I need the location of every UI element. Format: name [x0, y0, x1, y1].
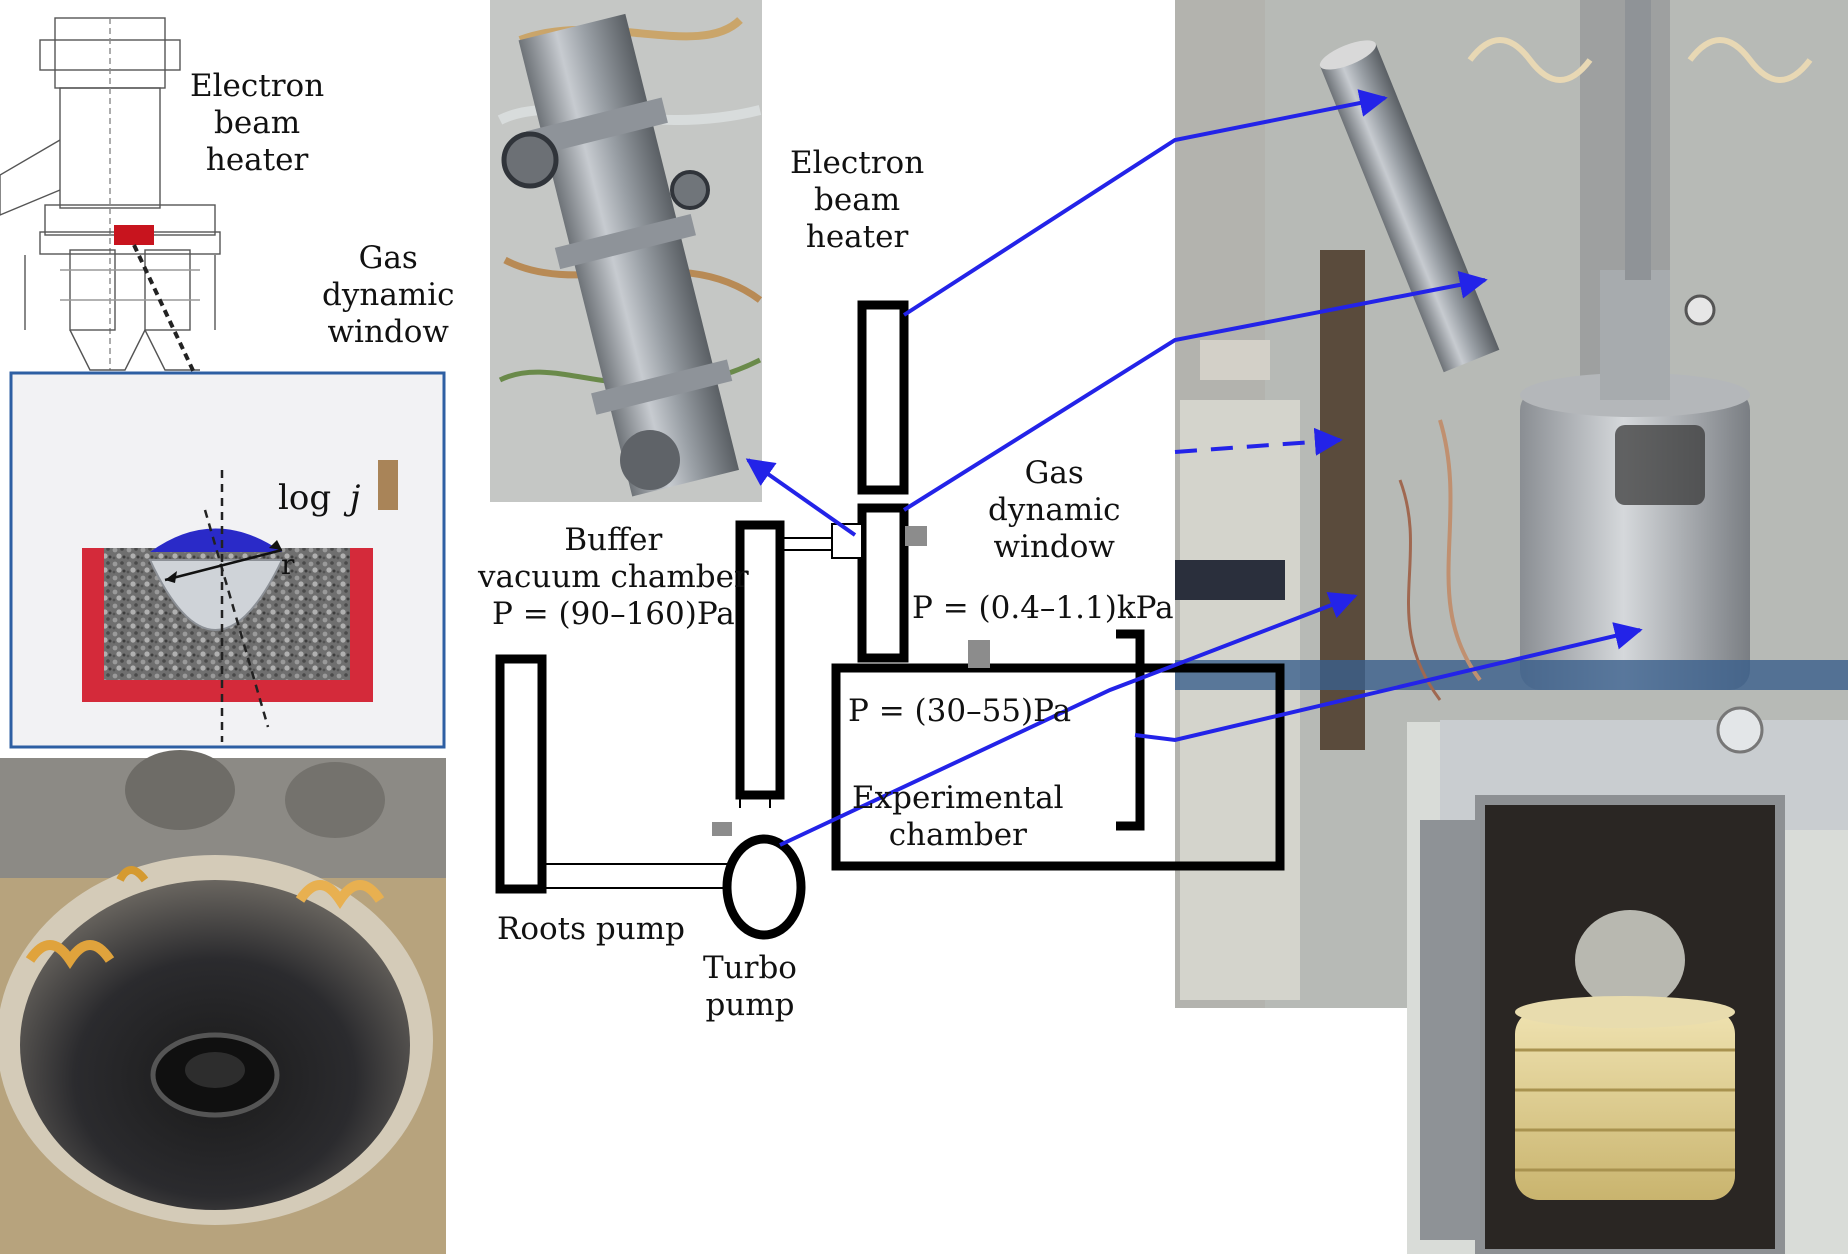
label-turbo-pump-line2: pump: [705, 987, 795, 1024]
label-buffer-chamber-line2: vacuum chamber: [478, 559, 749, 596]
label-gas-window-left-line3: window: [327, 314, 449, 351]
label-pressure-experimental: P = (30–55)Pa: [848, 693, 1072, 729]
label-log-j: log j: [278, 478, 360, 519]
label-gas-window-right-line1: Gas: [1024, 455, 1084, 491]
roots-pump-rect: [495, 654, 547, 894]
window-bracket: [1116, 629, 1145, 831]
label-gas-window-left-line2: dynamic: [322, 277, 455, 314]
turbo-pump-circle: [722, 834, 806, 940]
label-experimental-chamber-line1: Experimental: [852, 780, 1064, 816]
heater-emission-spot: [114, 225, 154, 245]
label-pressure-window: P = (0.4–1.1)kPa: [912, 590, 1174, 626]
label-eb-heater-center: Electron beam heater: [790, 145, 924, 257]
label-buffer-chamber-line1: Buffer: [564, 522, 663, 558]
heater-upper-rect: [857, 300, 909, 495]
label-log-j-text: log: [278, 478, 332, 518]
heater-lower-rect: [857, 503, 909, 663]
current-density-profile: [150, 528, 282, 552]
label-experimental-chamber: Experimental chamber: [852, 780, 1064, 854]
photo-chamber-open: [1407, 706, 1848, 1254]
label-gas-window-right-line2: dynamic: [988, 492, 1121, 529]
label-gas-window-left-line1: Gas: [358, 240, 418, 276]
arrow-dashed: [1174, 427, 1343, 456]
label-eb-heater-left-line2: beam: [214, 105, 301, 142]
crucible-inset: [9, 371, 446, 749]
label-gas-window-right: Gas dynamic window: [988, 455, 1120, 567]
photo-crucible: [0, 750, 446, 1254]
label-gas-window-left: Gas dynamic window: [322, 240, 454, 352]
connector-arrows: [745, 89, 1643, 847]
label-eb-heater-left-line3: heater: [205, 142, 309, 179]
label-buffer-chamber-pressure: P = (90–160)Pa: [491, 596, 735, 633]
label-turbo-pump: Turbo pump: [703, 950, 797, 1024]
arrow-chamber-to-facility: [1134, 622, 1643, 743]
label-experimental-chamber-line2: chamber: [888, 817, 1027, 854]
label-roots-pump: Roots pump: [497, 911, 685, 947]
photo-heater-column: [490, 0, 763, 502]
arrow-to-column-photo: [745, 458, 857, 537]
label-log-j-var: j: [349, 478, 361, 518]
legend-swatch: [378, 460, 398, 510]
heater-drawing: [0, 17, 221, 371]
label-eb-heater-center-line1: Electron: [790, 145, 925, 181]
arrow-turbo-to-facility: [779, 591, 1358, 847]
melt-crater: [148, 559, 284, 631]
label-eb-heater-center-line2: beam: [814, 182, 901, 219]
label-eb-heater-center-line3: heater: [805, 219, 909, 256]
buffer-chamber-rect: [735, 520, 785, 800]
label-turbo-pump-line1: Turbo: [703, 950, 797, 986]
label-eb-heater-left: Electron beam heater: [190, 68, 324, 180]
arrow-heater-to-facility: [902, 89, 1388, 317]
experimental-chamber-rect: [831, 663, 1285, 871]
arrow-window-to-facility: [902, 271, 1488, 512]
label-gas-window-right-line3: window: [993, 529, 1115, 566]
radius-arrow: [164, 548, 283, 582]
schematic: [495, 300, 1285, 940]
axis-beam: [203, 509, 270, 728]
label-buffer-chamber: Buffer vacuum chamber P = (90–160)Pa: [478, 522, 749, 634]
label-radius: r: [281, 548, 295, 581]
label-eb-heater-left-line1: Electron: [190, 68, 325, 104]
